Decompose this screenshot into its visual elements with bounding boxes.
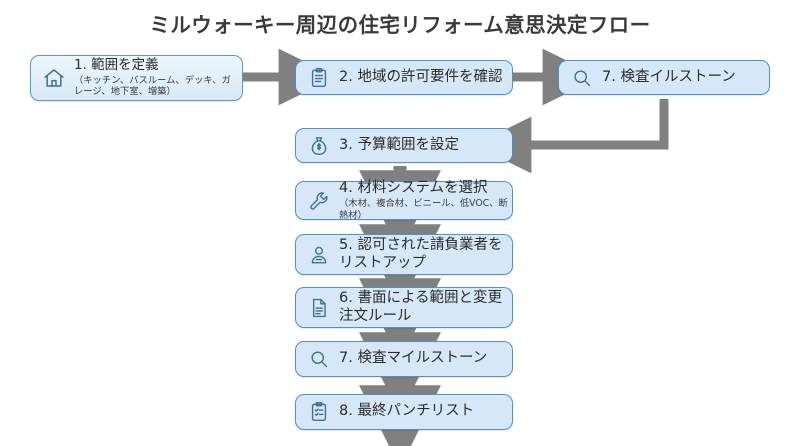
clipboard-check-icon xyxy=(306,399,332,425)
node-inspection-top-text: 7. 検査イルストーン xyxy=(602,69,769,86)
node-budget-text: 3. 予算範囲を設定 xyxy=(339,137,512,154)
node-inspection-top[interactable]: 7. 検査イルストーン xyxy=(558,60,770,95)
node-contractors[interactable]: 5. 認可された請負業者を リストアップ xyxy=(295,234,513,275)
document-icon xyxy=(306,295,332,321)
money-bag-icon xyxy=(306,133,332,159)
node-contractors-label: 5. 認可された請負業者を リストアップ xyxy=(339,237,503,271)
clipboard-icon xyxy=(306,65,332,91)
node-scope-text: 1. 範囲を定義 （キッチン、バスルーム、デッキ、ガ レージ、地下室、増築） xyxy=(74,57,242,98)
node-inspection-top-label: 7. 検査イルストーン xyxy=(602,68,736,85)
node-materials[interactable]: 4. 材料システムを選択 （木材、複合材、ビニール、低VOC、断熱材） xyxy=(295,180,513,221)
person-badge-icon xyxy=(306,242,332,268)
node-inspection-milestones-text: 7. 検査マイルストーン xyxy=(339,350,512,367)
node-budget[interactable]: 3. 予算範囲を設定 xyxy=(295,128,513,163)
node-permits[interactable]: 2. 地域の許可要件を確認 xyxy=(295,60,513,95)
arrow-inspection-top-to-budget xyxy=(473,99,669,174)
wrench-icon xyxy=(306,188,332,214)
node-scope-sub: （キッチン、バスルーム、デッキ、ガ レージ、地下室、増築） xyxy=(74,75,231,98)
node-contractors-text: 5. 認可された請負業者を リストアップ xyxy=(339,237,512,271)
page-title: ミルウォーキー周辺の住宅リフォーム意思決定フロー xyxy=(149,13,651,37)
magnifier-icon xyxy=(306,346,332,372)
node-scope[interactable]: 1. 範囲を定義 （キッチン、バスルーム、デッキ、ガ レージ、地下室、増築） xyxy=(30,55,243,101)
magnifier-icon xyxy=(569,65,595,91)
node-scope-label: 1. 範囲を定義 xyxy=(74,57,159,74)
node-punch-list-text: 8. 最終パンチリスト xyxy=(339,403,512,420)
node-budget-label: 3. 予算範囲を設定 xyxy=(339,136,459,153)
node-written-scope-text: 6. 書面による範囲と変更 注文ルール xyxy=(339,290,512,324)
node-written-scope-label: 6. 書面による範囲と変更 注文ルール xyxy=(339,290,503,324)
node-permits-text: 2. 地域の許可要件を確認 xyxy=(339,69,512,86)
house-icon xyxy=(41,65,67,91)
node-materials-sub: （木材、複合材、ビニール、低VOC、断熱材） xyxy=(339,198,508,221)
node-written-scope[interactable]: 6. 書面による範囲と変更 注文ルール xyxy=(295,287,513,328)
node-materials-label: 4. 材料システムを選択 xyxy=(339,180,488,197)
node-punch-list[interactable]: 8. 最終パンチリスト xyxy=(295,394,513,430)
node-inspection-milestones[interactable]: 7. 検査マイルストーン xyxy=(295,341,513,377)
node-permits-label: 2. 地域の許可要件を確認 xyxy=(339,68,503,85)
node-inspection-milestones-label: 7. 検査マイルストーン xyxy=(339,350,488,367)
node-materials-text: 4. 材料システムを選択 （木材、複合材、ビニール、低VOC、断熱材） xyxy=(339,180,512,221)
node-punch-list-label: 8. 最終パンチリスト xyxy=(339,403,475,420)
